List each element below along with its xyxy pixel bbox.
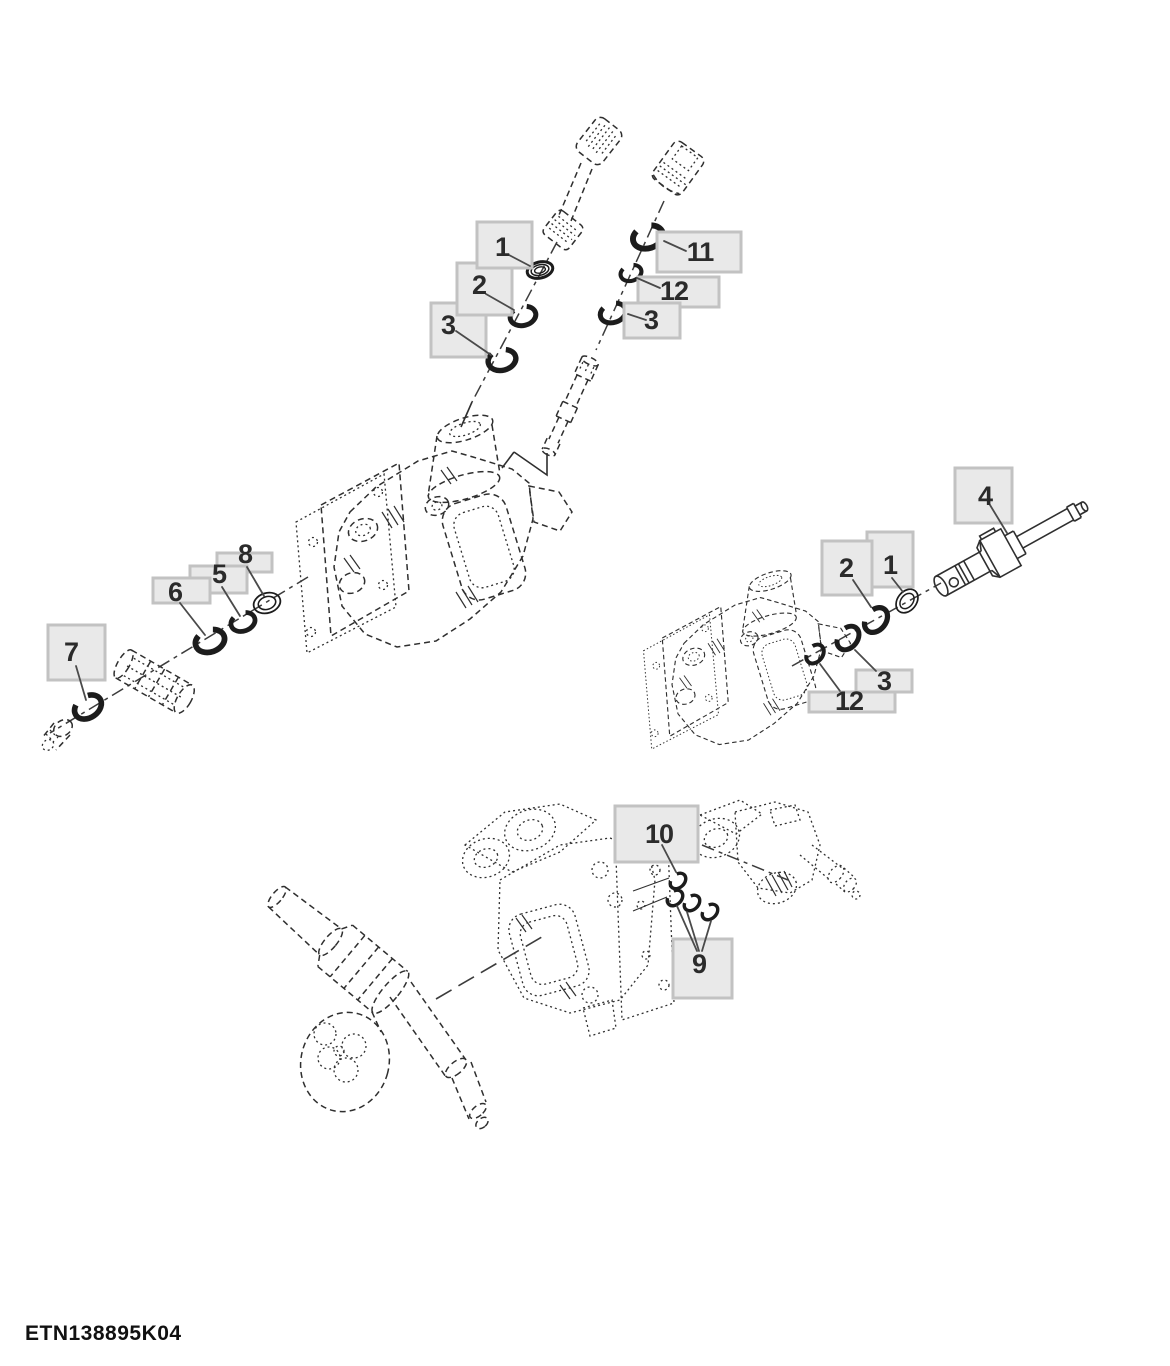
valve-section-left xyxy=(461,803,675,1037)
solenoid-phantom xyxy=(113,649,196,715)
callout-label-4: 4 xyxy=(977,481,993,511)
o-ring-12-right xyxy=(803,641,828,667)
callout-label-11: 11 xyxy=(686,237,715,267)
o-ring-7 xyxy=(70,690,106,724)
callout-box-1-right[interactable] xyxy=(865,530,915,589)
o-ring-3-right xyxy=(833,622,864,654)
washer-8 xyxy=(250,588,284,618)
callout-label-3-topleft: 3 xyxy=(440,310,456,340)
callout-box-3-topright[interactable] xyxy=(622,301,682,340)
callout-label-12-top: 12 xyxy=(659,276,689,306)
callout-box-6[interactable] xyxy=(151,576,212,605)
callout-label-2-topleft: 2 xyxy=(471,270,487,300)
callout-label-3-topright: 3 xyxy=(643,305,659,335)
centerline-far-left xyxy=(49,576,309,734)
control-knob xyxy=(542,116,623,251)
backup-ring-1-right xyxy=(890,584,924,618)
callout-hotspots xyxy=(46,220,1014,1000)
callout-box-1-topleft[interactable] xyxy=(475,220,534,270)
valve-section-right xyxy=(691,799,861,905)
callout-box-2-right[interactable] xyxy=(820,539,874,597)
callout-box-4[interactable] xyxy=(953,466,1014,525)
callout-label-7: 7 xyxy=(63,637,79,667)
callout-box-10[interactable] xyxy=(613,804,700,864)
callout-label-6: 6 xyxy=(167,577,183,607)
callout-box-12-right[interactable] xyxy=(807,690,897,714)
valve-spool-phantom xyxy=(501,355,600,477)
spool-valve-4 xyxy=(933,501,1089,597)
o-ring-3-top-left xyxy=(486,347,518,374)
plug-phantom xyxy=(41,718,74,751)
callout-label-5: 5 xyxy=(211,559,227,589)
callout-label-3-right: 3 xyxy=(876,666,892,696)
callout-label-10: 10 xyxy=(644,819,674,849)
callout-label-1-topleft: 1 xyxy=(494,232,510,262)
assembly-centerline xyxy=(435,933,548,1000)
cap-knob xyxy=(651,140,705,196)
callout-box-2-topleft[interactable] xyxy=(455,261,514,317)
o-ring-2-right xyxy=(860,603,893,637)
leader-lines xyxy=(75,240,1008,952)
o-ring-9c xyxy=(697,899,723,925)
callout-label-12-right: 12 xyxy=(834,686,864,716)
pump-assembly-phantom xyxy=(267,885,489,1130)
valve-body-1 xyxy=(295,408,573,654)
o-ring-5 xyxy=(228,609,257,634)
callout-label-9: 9 xyxy=(691,949,707,979)
drawing-code: ETN138895K04 xyxy=(25,1322,182,1345)
callout-label-1-right: 1 xyxy=(882,550,898,580)
callout-label-8: 8 xyxy=(237,539,253,569)
callout-box-11[interactable] xyxy=(655,230,743,274)
callout-label-2-right: 2 xyxy=(838,553,854,583)
o-ring-6 xyxy=(192,626,228,657)
